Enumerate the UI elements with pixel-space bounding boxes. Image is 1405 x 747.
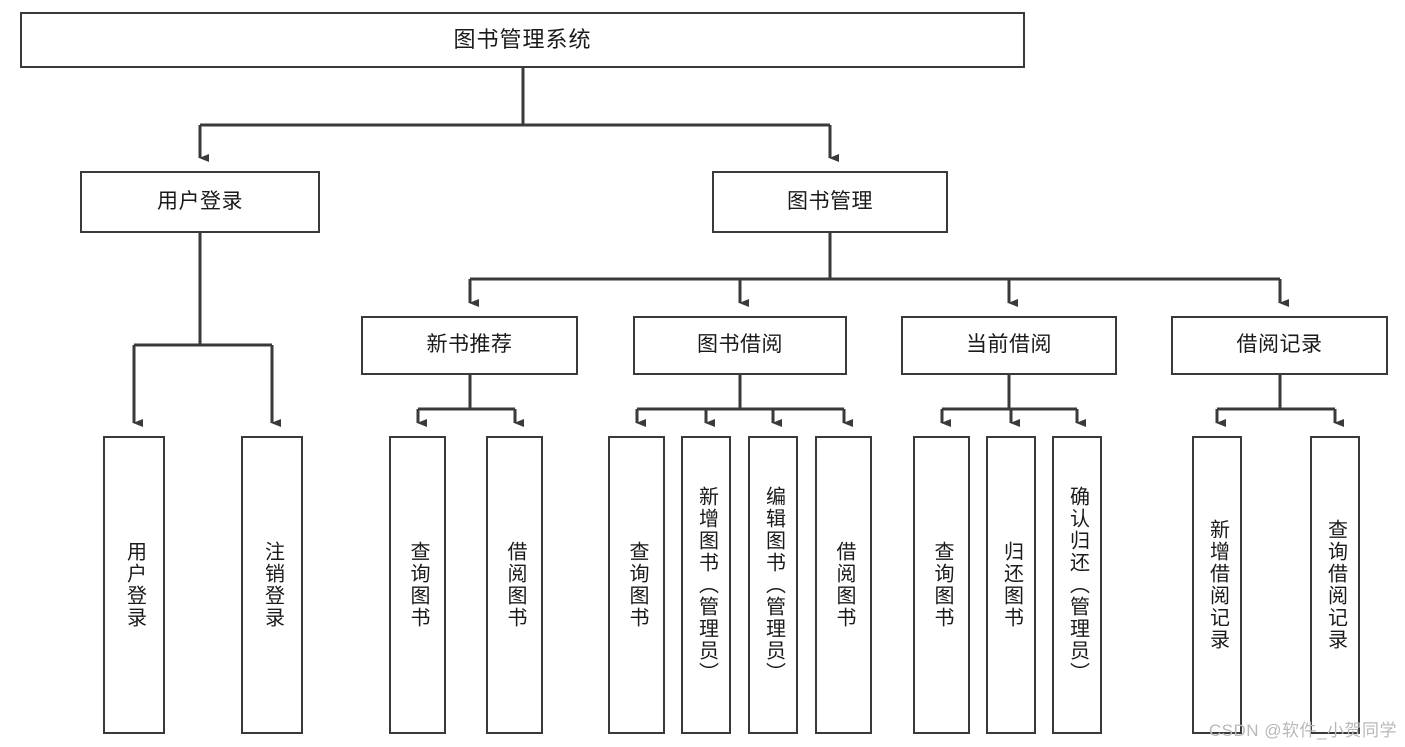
- node-leaf-query-book-2[interactable]: 查询图书: [608, 436, 665, 734]
- node-label: 图书借阅: [697, 333, 783, 357]
- node-label: 查询图书: [931, 541, 953, 629]
- node-label: 图书管理系统: [453, 27, 592, 53]
- node-user-login[interactable]: 用户登录: [80, 171, 320, 233]
- node-leaf-logout-login[interactable]: 注销登录: [241, 436, 303, 734]
- node-leaf-user-login[interactable]: 用户登录: [103, 436, 165, 734]
- node-label: 图书管理: [787, 189, 873, 213]
- csdn-watermark: CSDN @软件_小贺同学: [1208, 721, 1397, 740]
- node-label: 查询图书: [626, 541, 648, 629]
- node-label: 查询图书: [407, 541, 429, 629]
- node-label: 借阅图书: [504, 541, 526, 629]
- node-leaf-add-borrow-record[interactable]: 新增借阅记录: [1192, 436, 1242, 734]
- node-label: 新增借阅记录: [1206, 519, 1229, 651]
- node-leaf-borrow-book-1[interactable]: 借阅图书: [486, 436, 543, 734]
- node-root-book-management-system[interactable]: 图书管理系统: [20, 12, 1025, 68]
- node-label: 查询借阅记录: [1324, 519, 1347, 651]
- node-label: 用户登录: [157, 189, 243, 213]
- node-borrow-record[interactable]: 借阅记录: [1171, 316, 1388, 375]
- node-leaf-add-book-admin[interactable]: 新增图书（管理员）: [681, 436, 731, 734]
- node-label: 注销登录: [261, 541, 284, 629]
- node-leaf-query-book-1[interactable]: 查询图书: [389, 436, 446, 734]
- node-book-manage[interactable]: 图书管理: [712, 171, 948, 233]
- node-label: 用户登录: [123, 541, 146, 629]
- node-label: 编辑图书（管理员）: [762, 486, 785, 684]
- node-label: 新书推荐: [426, 333, 513, 357]
- node-book-borrow[interactable]: 图书借阅: [633, 316, 847, 375]
- node-leaf-edit-book-admin[interactable]: 编辑图书（管理员）: [748, 436, 798, 734]
- node-label: 归还图书: [1000, 541, 1023, 629]
- node-label: 借阅图书: [833, 541, 855, 629]
- node-leaf-borrow-book-2[interactable]: 借阅图书: [815, 436, 872, 734]
- node-new-book-recommend[interactable]: 新书推荐: [361, 316, 578, 375]
- node-leaf-confirm-return-admin[interactable]: 确认归还（管理员）: [1052, 436, 1102, 734]
- node-label: 当前借阅: [966, 333, 1052, 357]
- node-label: 借阅记录: [1236, 333, 1323, 357]
- node-leaf-query-book-3[interactable]: 查询图书: [913, 436, 970, 734]
- node-leaf-query-borrow-record[interactable]: 查询借阅记录: [1310, 436, 1360, 734]
- node-label: 确认归还（管理员）: [1066, 486, 1089, 684]
- node-current-borrow[interactable]: 当前借阅: [901, 316, 1117, 375]
- node-leaf-return-book[interactable]: 归还图书: [986, 436, 1036, 734]
- node-label: 新增图书（管理员）: [695, 486, 718, 684]
